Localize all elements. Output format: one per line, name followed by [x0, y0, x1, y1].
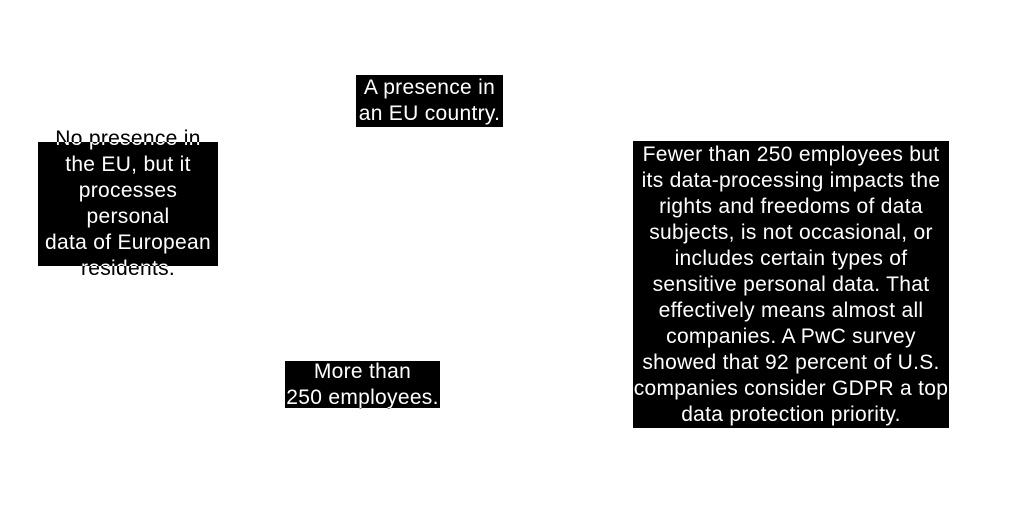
flow-box-presence-in-eu-text: A presence in an EU country.	[358, 76, 501, 125]
flow-box-more-than-250-employees: More than 250 employees.	[285, 359, 440, 409]
flow-box-fewer-than-250-employees-text: Fewer than 250 employees but its data-pr…	[633, 142, 949, 426]
flow-box-no-presence-in-eu-text: No presence in the EU, but it processes …	[45, 127, 211, 280]
flow-box-presence-in-eu: A presence in an EU country.	[356, 75, 503, 127]
flow-box-more-than-250-employees-text: More than 250 employees.	[286, 359, 439, 409]
flow-box-no-presence-in-eu: No presence in the EU, but it processes …	[38, 127, 218, 280]
flow-box-fewer-than-250-employees: Fewer than 250 employees but its data-pr…	[633, 141, 949, 428]
